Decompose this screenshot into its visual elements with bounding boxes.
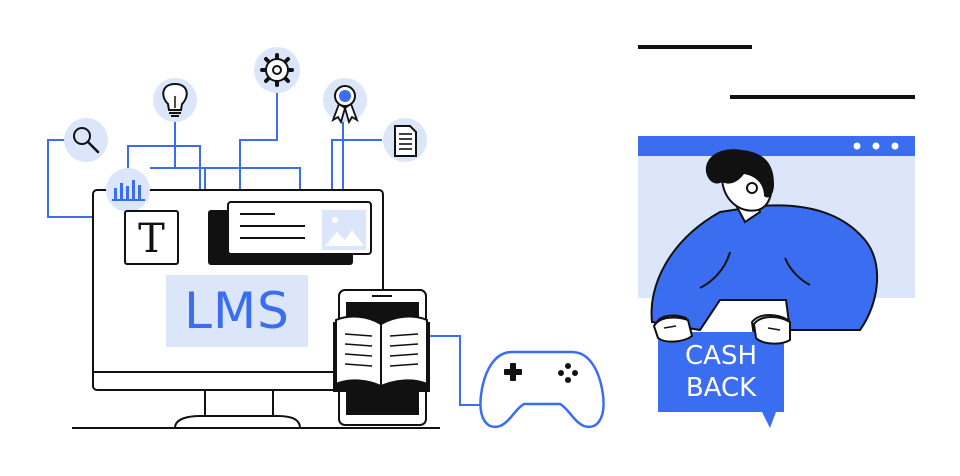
connector-lines [47,88,490,406]
bar-chart-icon [106,168,150,212]
cashback-line-1: CASH [685,341,757,371]
lightbulb-icon [153,78,197,122]
gear-icon [254,47,300,93]
text-tool-box: T [124,210,179,265]
book-icon [333,315,430,392]
cashback-line-2: BACK [686,373,757,403]
cashback-bubble: CASH BACK [658,332,784,428]
text-tool-letter: T [138,216,165,262]
award-icon [323,78,367,125]
content-card [208,201,372,265]
hands-front [652,316,791,345]
search-icon [64,118,108,162]
document-icon [383,118,427,162]
lms-label: LMS [166,275,308,347]
image-icon [322,210,366,250]
svg-text:LMS: LMS [184,282,290,340]
browser-dots-icon [853,142,899,150]
gamepad-icon [479,350,605,429]
